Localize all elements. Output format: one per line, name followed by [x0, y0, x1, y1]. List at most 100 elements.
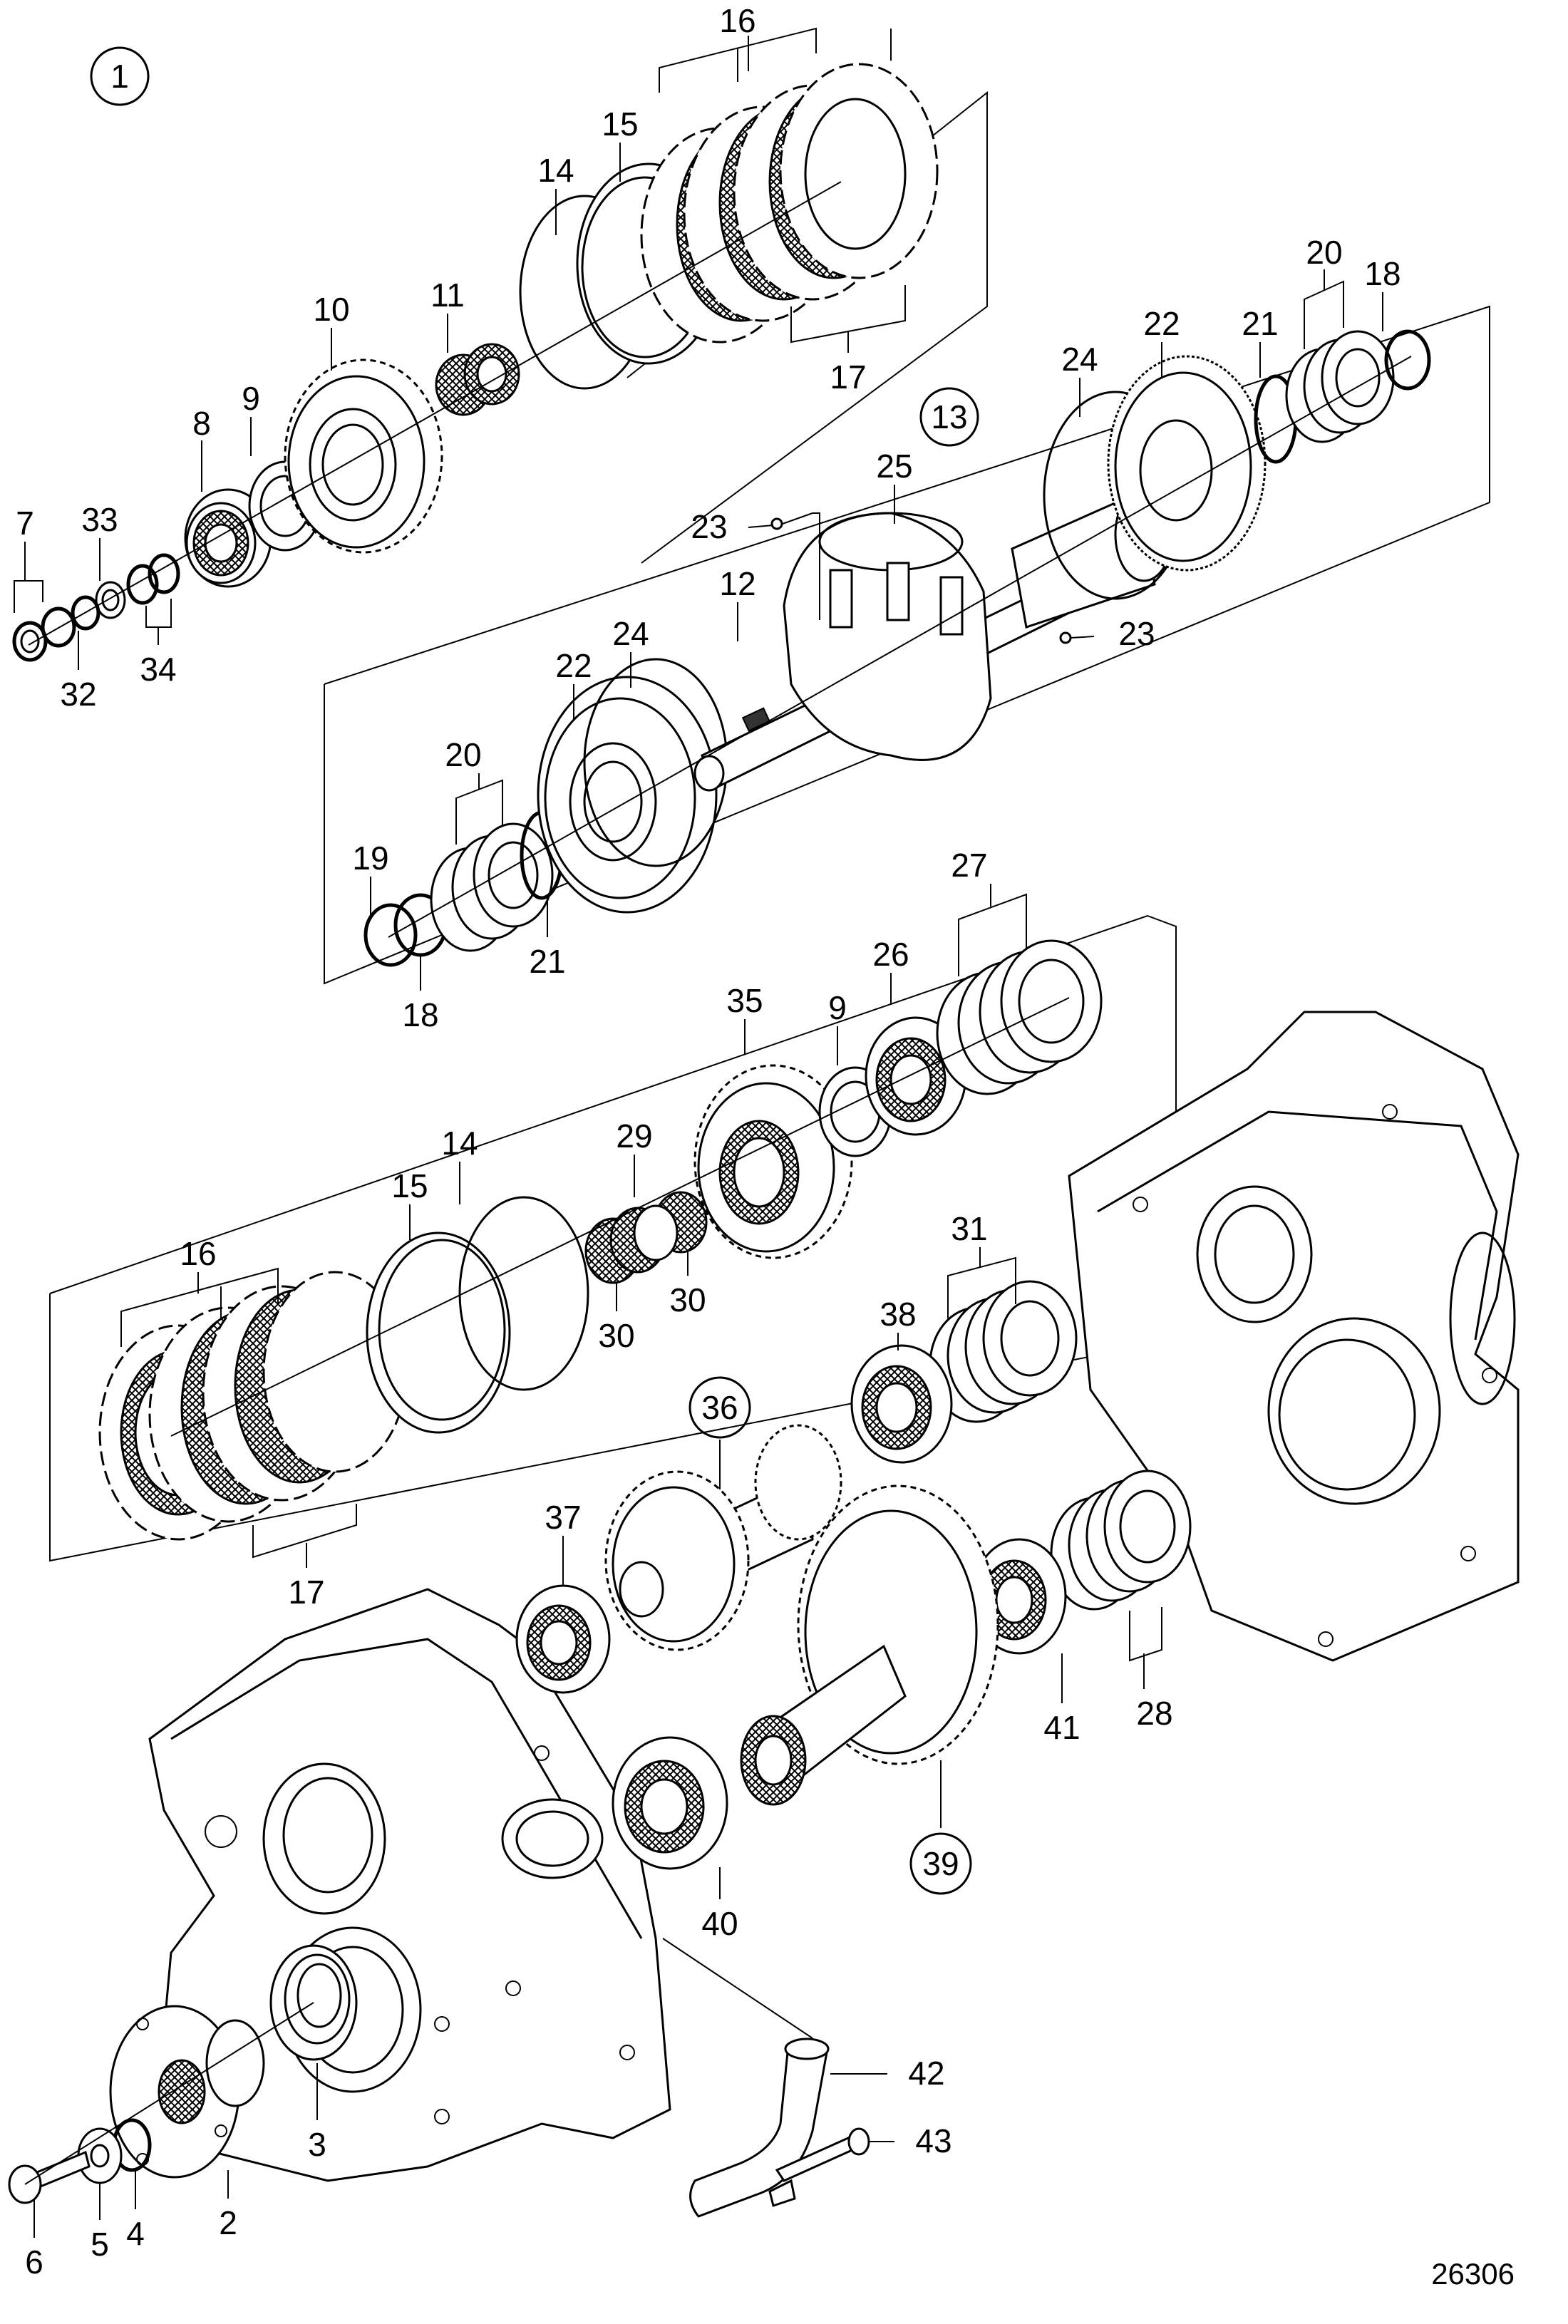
label-9: 9 [242, 380, 260, 417]
part-16-17-clutch-plates-top [640, 63, 939, 344]
label-16: 16 [180, 1235, 216, 1272]
axis-line-middle [388, 356, 1412, 938]
label-7: 7 [16, 505, 34, 542]
axis-line-lower [170, 997, 1070, 1437]
svg-text:13: 13 [931, 398, 967, 435]
label-33: 33 [81, 501, 118, 538]
axis-line-output [24, 2002, 314, 2185]
part-25-clutch-drum [783, 512, 992, 761]
label-11: 11 [430, 277, 465, 314]
callout-circle-13: 13 [919, 387, 979, 447]
group-frame-shaft-13 [324, 305, 1490, 985]
part-11-needle-bearing [435, 343, 520, 416]
label-21: 21 [1242, 305, 1278, 342]
label-22: 22 [1143, 305, 1180, 342]
part-20-seal-rings-right [1285, 330, 1395, 443]
part-39-output-gear-shaft [740, 1484, 999, 1806]
drawing-number: 26306 [1431, 2257, 1515, 2291]
axis-line-top [28, 181, 842, 646]
part-22-piston-right [1107, 355, 1267, 572]
label-29: 29 [616, 1117, 652, 1155]
part-33-washer [95, 581, 126, 619]
label-3: 3 [308, 2126, 326, 2163]
label-14: 14 [441, 1125, 478, 1162]
label-27: 27 [951, 847, 987, 884]
part-10-gear [284, 358, 443, 554]
part-36-intermediate-gear-shaft [604, 1424, 842, 1651]
label-17: 17 [830, 358, 866, 396]
label-30: 30 [598, 1317, 634, 1354]
label-24: 24 [612, 615, 649, 652]
svg-text:1: 1 [110, 58, 129, 95]
label-14: 14 [537, 152, 574, 189]
label-34: 34 [140, 651, 176, 688]
part-29-spacer [633, 1204, 679, 1261]
part-28-seal-rings [1050, 1470, 1192, 1611]
label-32: 32 [60, 676, 96, 713]
part-38-ball-bearing [850, 1344, 953, 1464]
svg-text:36: 36 [701, 1389, 738, 1426]
label-24: 24 [1061, 341, 1098, 378]
label-18: 18 [1364, 255, 1401, 292]
label-8: 8 [192, 405, 211, 442]
label-22: 22 [555, 647, 592, 684]
label-5: 5 [91, 2226, 109, 2263]
label-9: 9 [828, 989, 847, 1026]
callout-circle-39: 39 [909, 1832, 972, 1895]
label-4: 4 [126, 2215, 145, 2252]
label-2: 2 [219, 2204, 237, 2241]
label-16: 16 [719, 2, 755, 39]
part-37-ball-bearing [515, 1584, 611, 1694]
label-10: 10 [313, 291, 349, 328]
part-34-rings [126, 553, 180, 605]
part-19-circlip [363, 903, 418, 967]
part-18-ring-right [1384, 329, 1431, 391]
label-26: 26 [872, 936, 909, 973]
label-25: 25 [876, 448, 912, 485]
label-38: 38 [880, 1296, 916, 1333]
callout-circle-36: 36 [688, 1376, 751, 1439]
label-30: 30 [669, 1281, 706, 1318]
label-21: 21 [529, 943, 565, 980]
label-37: 37 [545, 1499, 581, 1536]
part-23-ball-upper [770, 512, 820, 620]
label-42: 42 [908, 2055, 944, 2092]
label-19: 19 [352, 840, 388, 877]
part-20-seal-rings-left [430, 822, 554, 952]
part-7-snap-ring [12, 606, 76, 662]
label-15: 15 [391, 1167, 428, 1204]
part-27-seal-rings [936, 939, 1103, 1095]
label-23: 23 [1118, 615, 1155, 652]
label-31: 31 [951, 1210, 987, 1247]
label-23: 23 [691, 508, 727, 545]
label-6: 6 [25, 2243, 43, 2281]
part-32-retaining-clip [71, 595, 100, 631]
part-23-ball-lower [1059, 631, 1095, 644]
part-40-ball-bearing [612, 1736, 728, 1870]
part-22-piston-left [537, 676, 718, 914]
part-31-seal-rings [929, 1280, 1078, 1423]
part-2-output-flange [109, 2005, 265, 2179]
label-40: 40 [701, 1905, 738, 1942]
label-18: 18 [402, 996, 438, 1033]
callout-circle-1: 1 [90, 46, 150, 106]
label-12: 12 [719, 565, 755, 602]
label-20: 20 [1306, 234, 1342, 271]
part-15-piston-bottom [366, 1231, 511, 1434]
part-14-spring-ring-bottom [458, 1196, 589, 1391]
label-17: 17 [288, 1574, 324, 1611]
svg-text:39: 39 [922, 1845, 959, 1882]
part-42-hose [662, 1938, 830, 2218]
part-43-bolt [768, 2127, 870, 2207]
label-15: 15 [602, 105, 638, 143]
part-35-gear [693, 1064, 853, 1259]
part-6-bolt [8, 2150, 91, 2204]
label-20: 20 [445, 736, 481, 773]
label-35: 35 [726, 982, 763, 1019]
part-number-labels: 16 15 14 11 10 9 8 7 33 32 34 17 20 18 2… [16, 2, 1401, 2281]
label-28: 28 [1136, 1695, 1172, 1732]
label-41: 41 [1043, 1709, 1080, 1746]
label-43: 43 [915, 2122, 951, 2159]
leader-lines [14, 27, 1383, 2238]
